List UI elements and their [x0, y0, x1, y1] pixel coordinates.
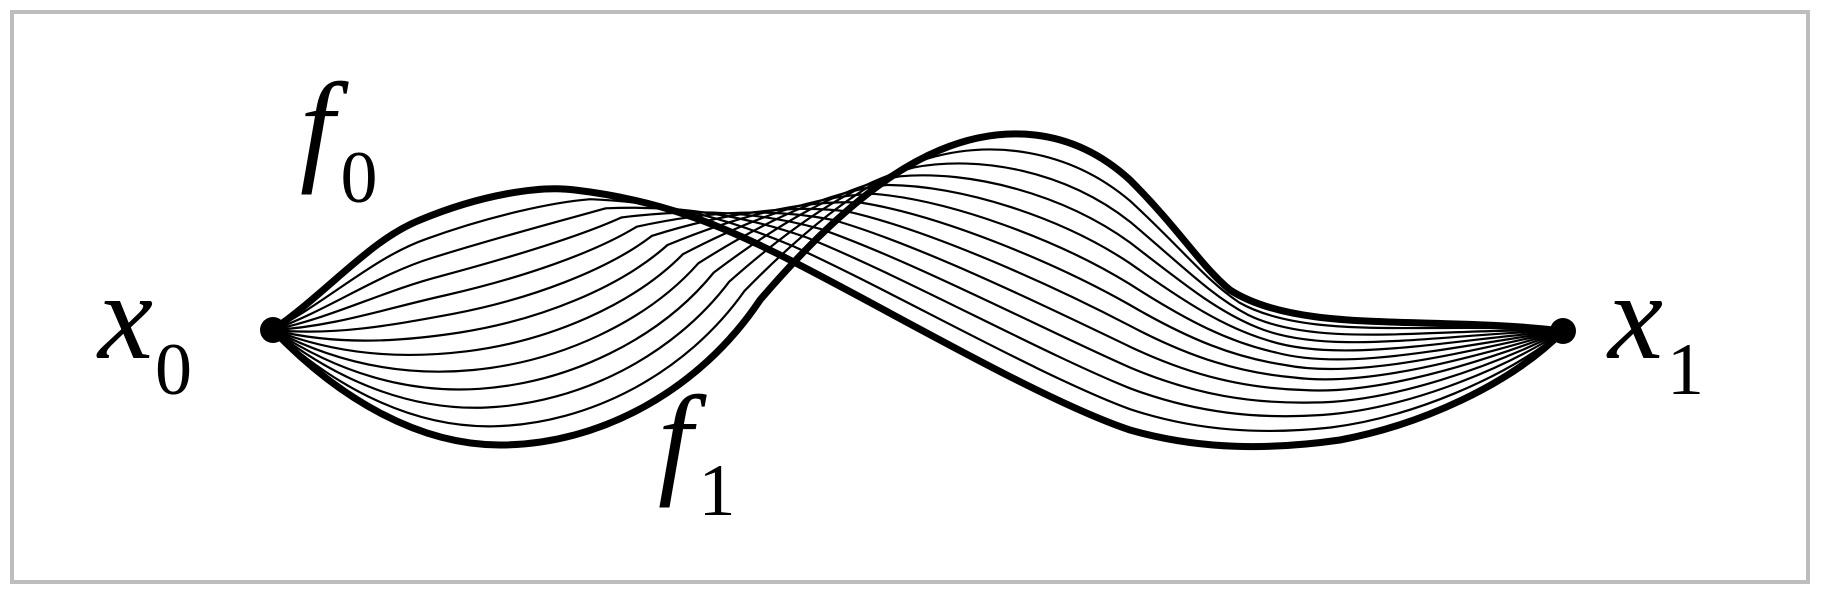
intermediate-curve [272, 198, 1564, 433]
intermediate-curve [272, 206, 1564, 418]
label-x0: x0 [98, 255, 192, 408]
intermediate-curve [272, 207, 1564, 381]
curve-f1 [269, 130, 1567, 449]
intermediate-curve [272, 183, 1564, 373]
label-f0-main: f [300, 58, 335, 195]
endpoint-x0-dot [260, 317, 286, 343]
intermediate-curves-group [272, 148, 1564, 433]
label-f1-main: f [658, 371, 693, 508]
label-x0-main: x [98, 248, 154, 385]
intermediate-curve [272, 174, 1564, 391]
intermediate-curve [272, 211, 1564, 404]
label-x1: x1 [1608, 255, 1704, 408]
intermediate-curve [272, 201, 1564, 371]
endpoint-x1-dot [1550, 318, 1576, 344]
label-f1: f1 [658, 378, 735, 529]
label-x1-subscript: 1 [1667, 329, 1705, 411]
label-x1-main: x [1608, 248, 1664, 385]
label-f0-subscript: 0 [340, 137, 378, 219]
label-x0-subscript: 0 [155, 329, 193, 411]
label-f1-subscript: 1 [698, 450, 736, 532]
intermediate-curve [272, 211, 1564, 392]
curve-f0 [269, 185, 1567, 451]
label-f0: f0 [300, 65, 377, 216]
intermediate-curve [272, 162, 1564, 409]
